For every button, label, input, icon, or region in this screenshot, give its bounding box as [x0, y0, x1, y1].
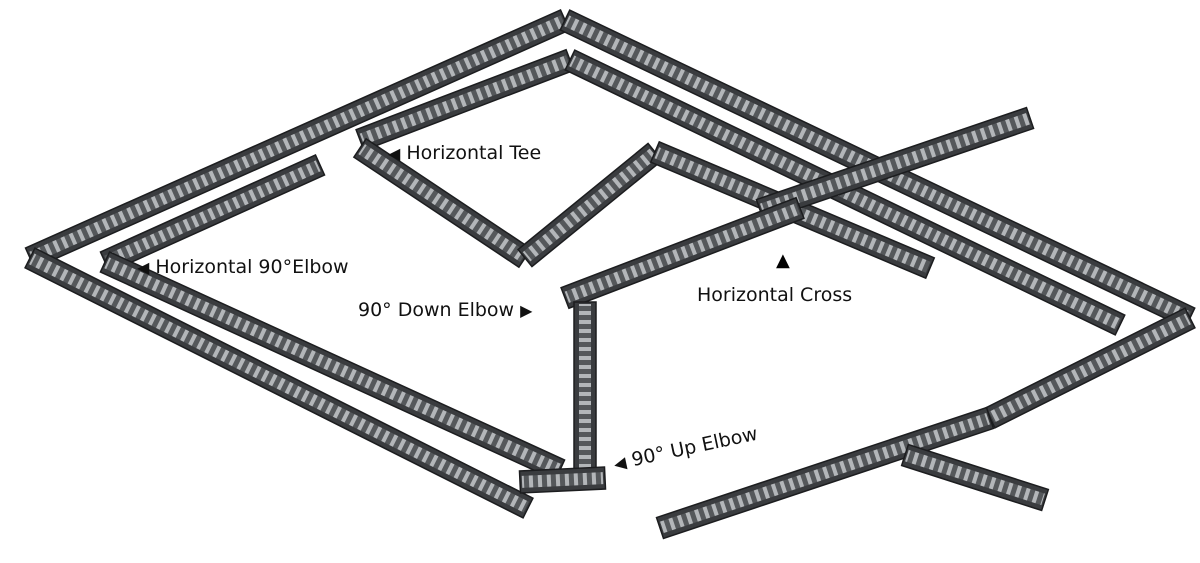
left-pointer-icon: ◀: [137, 258, 150, 277]
tray-inner-bottom: [99, 251, 566, 481]
tray-up-elbow-base: [518, 466, 607, 494]
tray-bottom-run: [655, 406, 995, 540]
tray-down-run: [560, 196, 805, 310]
horizontal-elbow-label: ◀ Horizontal 90°Elbow: [137, 256, 349, 278]
right-pointer-icon: ▶: [520, 301, 533, 320]
left-pointer-icon: ◀: [388, 144, 401, 163]
left-pointer-icon: ◀: [612, 452, 629, 474]
tray-bottom-branch: [900, 443, 1050, 512]
tray-cross-upper: [755, 106, 1035, 222]
tray-network: [24, 8, 1196, 540]
down-elbow-label: 90° Down Elbow ▶: [358, 299, 533, 321]
up-pointer-icon: ▲: [776, 250, 790, 271]
tray-vertical-drop: [573, 301, 597, 471]
tray-outer-right-return: [984, 307, 1196, 429]
horizontal-tee-label: ◀ Horizontal Tee: [388, 142, 542, 164]
horizontal-cross-label: Horizontal Cross: [697, 284, 853, 306]
tray-outer-left: [24, 247, 534, 519]
